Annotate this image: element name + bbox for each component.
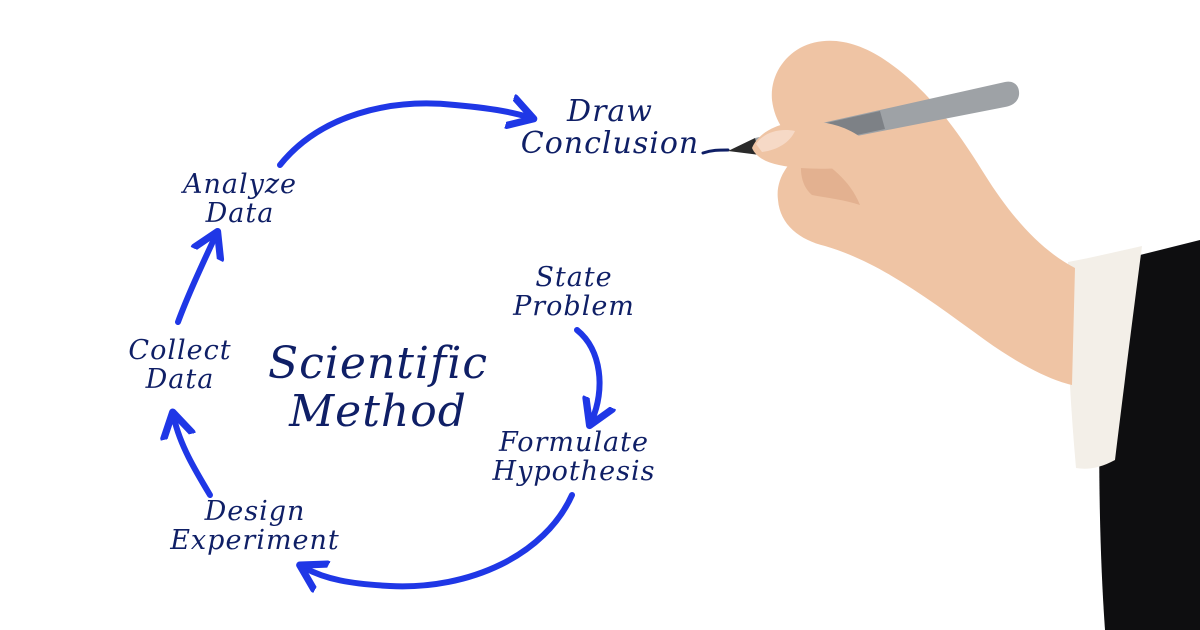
step-formulate-hypothesis-line-2: Hypothesis — [492, 456, 656, 488]
title-line-1: Scientific — [268, 338, 488, 389]
step-analyze-data-line-2: Data — [205, 198, 275, 230]
step-state-problem-line-2: Problem — [513, 291, 635, 323]
step-design-experiment-line-1: Design — [204, 496, 306, 527]
arrow-state-to-formulate — [574, 327, 600, 420]
diagram-title: Scientific Method — [258, 338, 498, 438]
step-analyze-data: Analyze Data — [160, 170, 320, 228]
step-state-problem: State Problem — [500, 263, 648, 321]
thumbnail — [756, 130, 795, 152]
title-line-2: Method — [289, 386, 467, 438]
step-design-experiment: Design Experiment — [145, 497, 365, 555]
step-formulate-hypothesis: Formulate Hypothesis — [480, 428, 668, 486]
step-analyze-data-line-1: Analyze — [182, 169, 298, 200]
step-draw-conclusion-line-2: Conclusion — [520, 126, 700, 162]
step-formulate-hypothesis-line-1: Formulate — [499, 427, 649, 458]
pen-stroke — [701, 148, 730, 155]
arrow-design-to-collect — [174, 418, 213, 498]
step-state-problem-line-1: State — [535, 262, 613, 293]
hand-back — [771, 40, 1075, 386]
arrow-formulate-to-design — [305, 492, 575, 586]
step-collect-data-line-1: Collect — [128, 335, 232, 366]
step-draw-conclusion-line-1: Draw — [567, 94, 653, 129]
pen-cone — [728, 138, 760, 155]
shirt-cuff — [1067, 246, 1142, 469]
step-collect-data: Collect Data — [105, 336, 255, 394]
arrow-analyze-to-draw — [277, 103, 528, 168]
step-collect-data-line-2: Data — [145, 364, 215, 396]
step-draw-conclusion: Draw Conclusion — [495, 94, 725, 162]
arrow-collect-to-analyze — [175, 237, 215, 325]
step-design-experiment-line-2: Experiment — [170, 525, 340, 557]
